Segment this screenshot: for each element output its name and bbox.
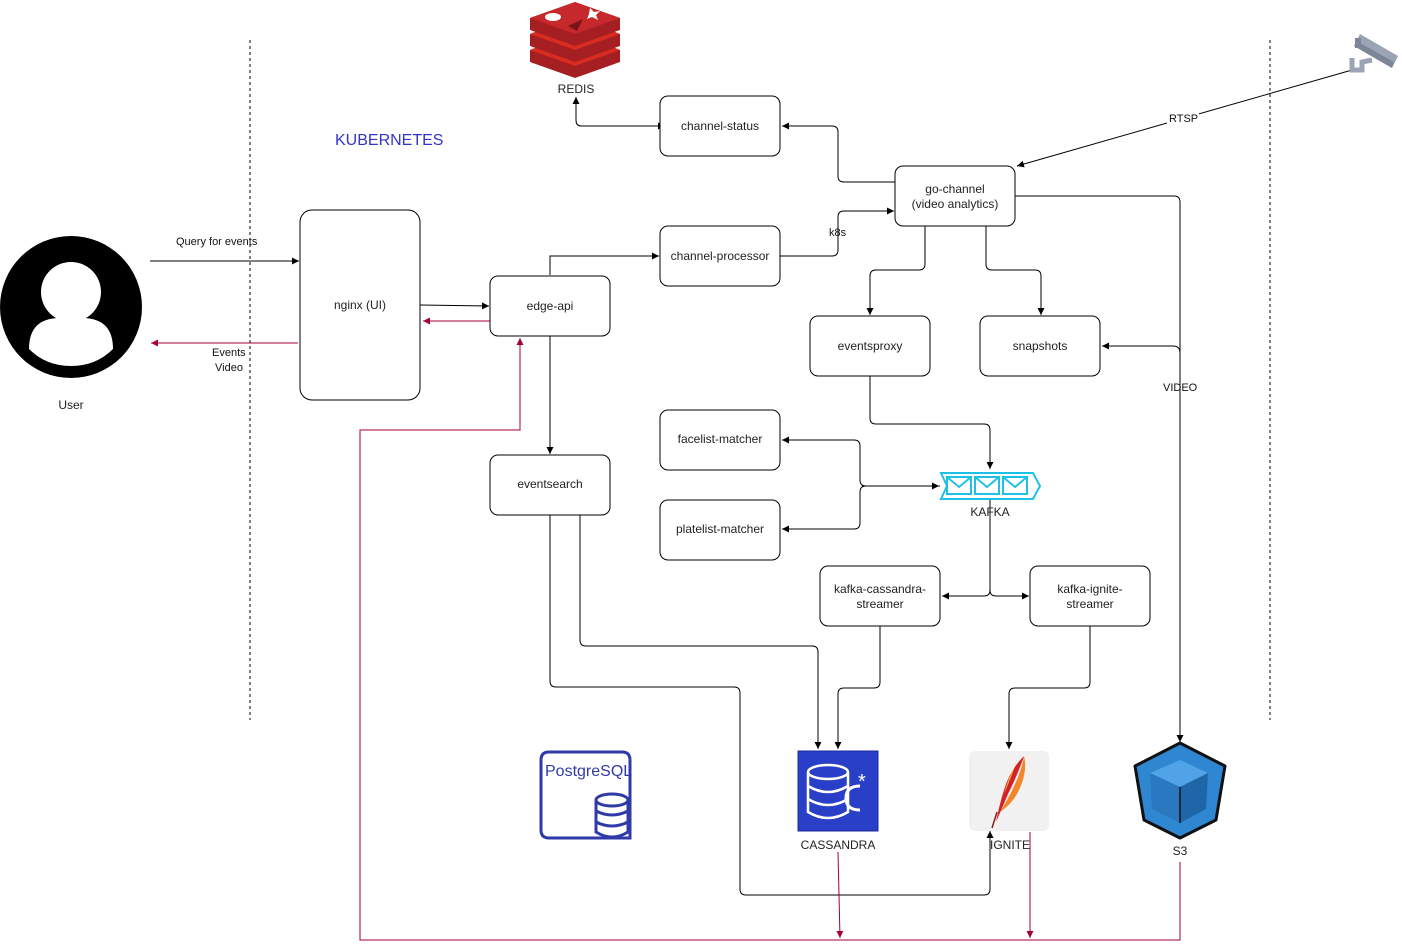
edge-nginx-edgeapi	[419, 302, 490, 310]
edge-kafka-ignitestreamer	[989, 589, 1029, 600]
node-nginx-label: nginx (UI)	[334, 298, 386, 312]
kubernetes-label: KUBERNETES	[335, 132, 443, 149]
node-go-channel-label-2: (video analytics)	[912, 197, 999, 211]
edge-gochannel-channelstatus	[782, 122, 895, 183]
kafka-label: KAFKA	[970, 505, 1009, 519]
node-eventsearch[interactable]: eventsearch	[489, 454, 611, 516]
node-edge-api[interactable]: edge-api	[489, 275, 611, 337]
edge-channelstatus-redis	[572, 97, 665, 130]
edge-gochannel-snapshots	[985, 226, 1045, 315]
node-kafka-ignite-streamer-label-2: streamer	[1066, 597, 1113, 611]
edge-cassandrastreamer-cassandra	[834, 626, 881, 749]
node-facelist-matcher[interactable]: facelist-matcher	[659, 409, 781, 471]
edge-edgeapi-channelprocessor	[549, 252, 659, 275]
node-platelist-matcher-label: platelist-matcher	[676, 522, 764, 536]
node-channel-status[interactable]: channel-status	[659, 95, 781, 157]
node-facelist-matcher-label: facelist-matcher	[678, 432, 763, 446]
edge-eventsearch-ignite	[549, 515, 994, 896]
node-snapshots[interactable]: snapshots	[979, 315, 1101, 377]
edge-eventsproxy-kafka	[869, 376, 994, 469]
redis-icon[interactable]	[530, 2, 620, 78]
node-edge-api-label: edge-api	[527, 299, 574, 313]
cassandra-star: *	[858, 771, 866, 793]
edge-kafka-facelist	[782, 436, 940, 487]
node-platelist-matcher[interactable]: platelist-matcher	[659, 499, 781, 561]
node-go-channel[interactable]: go-channel (video analytics)	[894, 165, 1016, 227]
redis-label: REDIS	[558, 82, 595, 96]
node-channel-status-label: channel-status	[681, 119, 759, 133]
node-snapshots-label: snapshots	[1013, 339, 1068, 353]
node-kafka-ignite-streamer-label-1: kafka-ignite-	[1057, 582, 1122, 596]
camera-icon[interactable]	[1349, 34, 1398, 73]
edge-kafka-platelist	[782, 485, 940, 533]
postgresql-icon[interactable]: PostgreSQL	[539, 750, 632, 840]
edge-return-bus	[359, 338, 1181, 941]
edge-label-video-return: Video	[215, 362, 243, 374]
user-label: User	[58, 398, 83, 412]
edge-cassandra-return	[836, 851, 844, 939]
node-kafka-ignite-streamer[interactable]: kafka-ignite- streamer	[1029, 565, 1151, 627]
s3-icon[interactable]	[1133, 741, 1227, 840]
edge-eventsearch-cassandra	[579, 515, 822, 749]
node-eventsproxy[interactable]: eventsproxy	[809, 315, 931, 377]
edge-label-events: Events	[212, 347, 246, 359]
edge-label-query: Query for events	[176, 236, 258, 248]
node-nginx[interactable]: nginx (UI)	[299, 209, 421, 401]
edge-s3-snapshots	[1102, 342, 1181, 354]
node-kafka-cassandra-streamer[interactable]: kafka-cassandra- streamer	[819, 565, 941, 627]
edge-ignitestreamer-ignite	[1005, 626, 1091, 749]
edge-label-rtsp: RTSP	[1169, 113, 1198, 125]
ignite-label: IGNITE	[990, 838, 1030, 852]
node-channel-processor[interactable]: channel-processor	[659, 225, 781, 287]
edge-gochannel-eventsproxy	[866, 226, 926, 315]
edge-label-video: VIDEO	[1163, 382, 1198, 394]
cassandra-label: CASSANDRA	[801, 838, 876, 852]
cassandra-icon[interactable]: *	[797, 750, 879, 832]
edge-label-k8s: k8s	[829, 227, 847, 239]
node-channel-processor-label: channel-processor	[671, 249, 770, 263]
ignite-icon[interactable]	[969, 751, 1049, 831]
s3-label: S3	[1173, 844, 1188, 858]
node-eventsearch-label: eventsearch	[517, 477, 582, 491]
node-kafka-cassandra-streamer-label-1: kafka-cassandra-	[834, 582, 926, 596]
kafka-icon[interactable]	[939, 472, 1042, 500]
node-eventsproxy-label: eventsproxy	[838, 339, 903, 353]
edge-channelprocessor-gochannel	[780, 207, 894, 257]
edge-gochannel-s3	[1015, 195, 1184, 742]
node-go-channel-label-1: go-channel	[925, 182, 984, 196]
postgresql-text: PostgreSQL	[545, 763, 632, 780]
node-kafka-cassandra-streamer-label-2: streamer	[856, 597, 903, 611]
user-icon[interactable]	[0, 236, 142, 378]
